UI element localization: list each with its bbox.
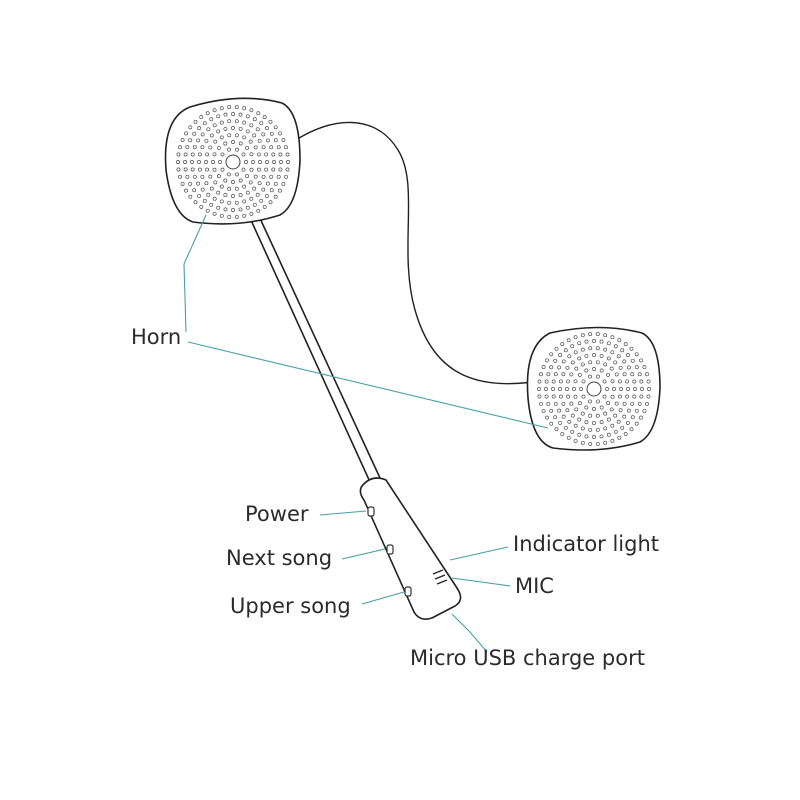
speaker-cable	[295, 121, 533, 385]
mic-holes	[432, 569, 448, 585]
horn-label: Horn	[131, 325, 182, 349]
usb-port-label: Micro USB charge port	[410, 646, 645, 670]
left-speaker	[164, 97, 301, 225]
next-song-button	[386, 544, 394, 555]
control-module	[359, 477, 462, 620]
power-label: Power	[245, 502, 309, 526]
mic-leader	[451, 577, 511, 587]
right-speaker	[526, 326, 661, 451]
leader-lines	[183, 214, 549, 653]
left-speaker-grille	[176, 105, 290, 219]
next-song-label: Next song	[226, 546, 333, 570]
usb-port-leader	[451, 613, 488, 653]
right-speaker-grille	[537, 332, 651, 446]
upper-song-button	[404, 586, 412, 597]
power-leader	[319, 510, 367, 516]
horn-leader-right	[187, 341, 549, 429]
mic-label: MIC	[515, 574, 554, 598]
horn-leader-left	[183, 214, 207, 333]
next-song-leader	[341, 548, 386, 560]
mic-boom	[248, 212, 382, 484]
upper-song-label: Upper song	[230, 594, 351, 618]
power-button	[367, 506, 375, 517]
upper-song-leader	[361, 591, 405, 605]
indicator-light-leader	[449, 546, 509, 561]
indicator-light-label: Indicator light	[513, 532, 660, 556]
